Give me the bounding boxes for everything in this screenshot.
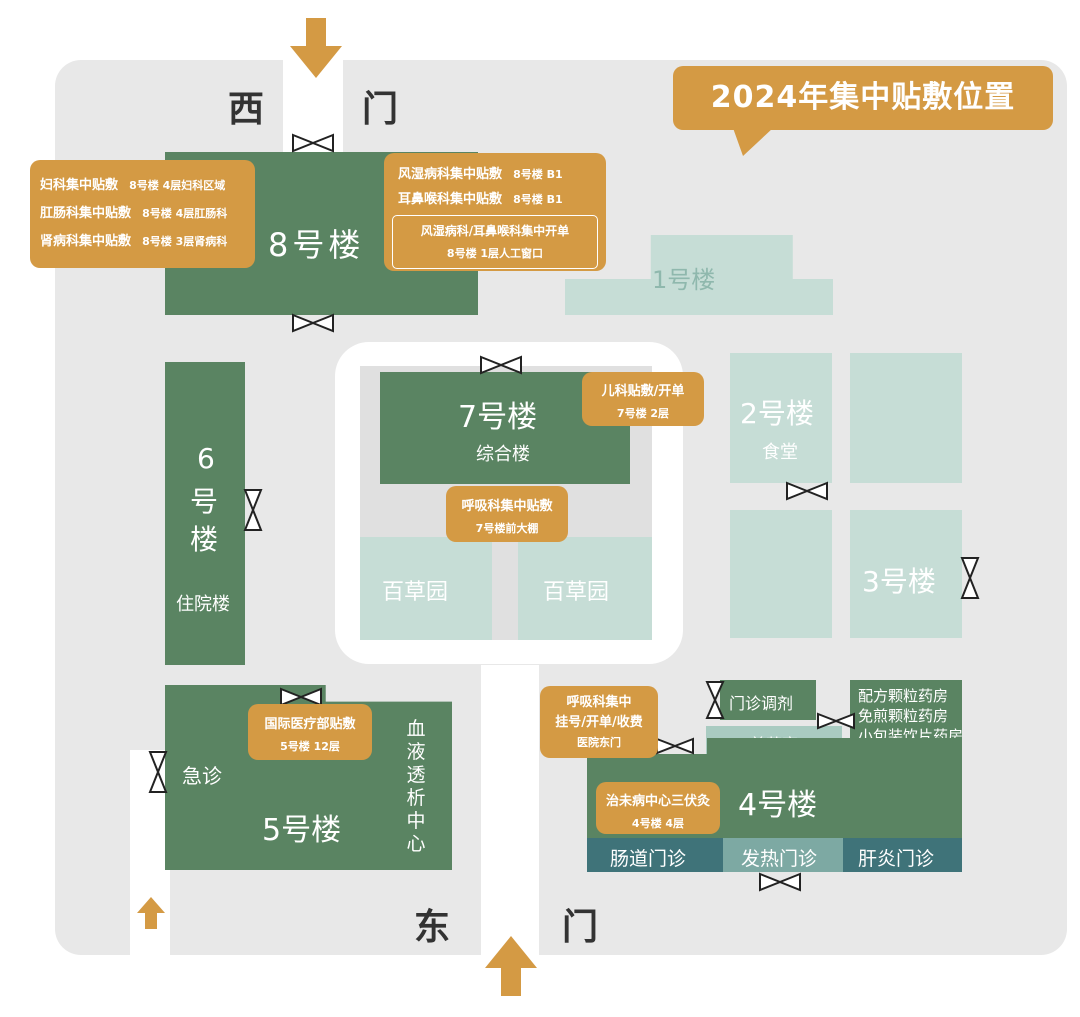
building-6-label-2: 号 bbox=[190, 485, 219, 518]
door-icon bbox=[292, 133, 334, 153]
building-3-label: 3号楼 bbox=[862, 565, 936, 598]
clinic-dispensary[interactable] bbox=[720, 680, 816, 720]
building-7-label: 7号楼 bbox=[458, 400, 538, 435]
pharmacy-label-1: 配方颗粒药房 bbox=[858, 687, 949, 705]
fever-clinic[interactable] bbox=[723, 838, 843, 872]
callout-pediatrics[interactable]: 儿科贴敷/开单 7号楼 2层 bbox=[582, 372, 704, 426]
callout-row: 风湿病科集中贴敷 8号楼 B1 bbox=[398, 167, 563, 182]
intestinal-clinic-label: 肠道门诊 bbox=[610, 848, 687, 870]
building-6-sublabel: 住院楼 bbox=[176, 594, 230, 615]
callout-rheum-ent[interactable]: 风湿病科集中贴敷 8号楼 B1 耳鼻喉科集中贴敷 8号楼 B1 风湿病科/耳鼻喉… bbox=[384, 153, 606, 271]
pharmacy-block[interactable] bbox=[850, 680, 962, 738]
door-icon bbox=[759, 872, 801, 892]
building-4-label: 4号楼 bbox=[738, 788, 818, 823]
building-8-label: 8号楼 bbox=[268, 226, 365, 264]
east-gate-arrow-icon bbox=[485, 936, 537, 996]
callout-row: 耳鼻喉科集中贴敷 8号楼 B1 bbox=[398, 192, 563, 207]
building-1-label: 1号楼 bbox=[652, 266, 716, 294]
door-icon bbox=[786, 481, 828, 501]
garden-left[interactable] bbox=[360, 537, 492, 640]
pharmacy-labels: 配方颗粒药房 免煎颗粒药房 小包装饮片药房 bbox=[858, 686, 963, 746]
building-7-sublabel: 综合楼 bbox=[476, 444, 530, 465]
map-title: 2024年集中贴敷位置 bbox=[673, 66, 1053, 156]
callout-gyn-anorectal-nephrology[interactable]: 妇科集中贴敷 8号楼 4层妇科区域 肛肠科集中贴敷 8号楼 4层肛肠科 肾病科集… bbox=[30, 160, 255, 268]
emergency-label: 急诊 bbox=[182, 764, 222, 788]
callout-preventive-treatment[interactable]: 治未病中心三伏灸 4号楼 4层 bbox=[596, 782, 720, 834]
garden-right-label: 百草园 bbox=[543, 580, 610, 605]
callout-respiratory-registration[interactable]: 呼吸科集中 挂号/开单/收费 医院东门 bbox=[540, 686, 658, 758]
door-icon bbox=[960, 557, 980, 599]
door-icon bbox=[243, 489, 263, 531]
map-title-text: 2024年集中贴敷位置 bbox=[710, 80, 1016, 115]
east-gate-road bbox=[481, 665, 539, 960]
west-gate-label-right: 门 bbox=[362, 88, 399, 130]
door-icon bbox=[480, 355, 522, 375]
building-5-label: 5号楼 bbox=[262, 813, 342, 848]
door-icon bbox=[817, 712, 855, 730]
dialysis-center-label: 血 液 透 析 中 心 bbox=[406, 718, 426, 855]
east-gate-label-left: 东 bbox=[414, 906, 451, 948]
block-northeast bbox=[850, 353, 962, 483]
door-icon bbox=[656, 737, 694, 755]
pharmacy-label-2: 免煎颗粒药房 bbox=[858, 707, 949, 725]
building-3[interactable] bbox=[850, 510, 962, 638]
building-2[interactable] bbox=[730, 353, 832, 483]
callout-row: 肛肠科集中贴敷 8号楼 4层肛肠科 bbox=[40, 206, 228, 221]
intestinal-clinic[interactable] bbox=[587, 838, 723, 872]
fever-clinic-label: 发热门诊 bbox=[741, 848, 818, 870]
hepatitis-clinic[interactable] bbox=[843, 838, 962, 872]
block-southwest-of-3 bbox=[730, 510, 832, 638]
garden-left-label: 百草园 bbox=[382, 580, 449, 605]
west-gate-arrow-icon bbox=[290, 18, 342, 78]
callout-respiratory[interactable]: 呼吸科集中贴敷 7号楼前大棚 bbox=[446, 486, 568, 542]
callout-row: 肾病科集中贴敷 8号楼 3层肾病科 bbox=[40, 234, 228, 249]
callout-row: 妇科集中贴敷 8号楼 4层妇科区域 bbox=[40, 178, 226, 193]
callout-inner-box: 风湿病科/耳鼻喉科集中开单 8号楼 1层人工窗口 bbox=[392, 215, 598, 269]
building-6[interactable] bbox=[165, 362, 245, 665]
building-6-label-1: 6 bbox=[197, 442, 215, 475]
building-6-label-3: 楼 bbox=[190, 523, 219, 556]
building-2-sublabel: 食堂 bbox=[762, 442, 798, 463]
west-gate-label-left: 西 bbox=[228, 88, 265, 130]
east-gate-label-right: 门 bbox=[562, 906, 599, 948]
door-icon bbox=[705, 681, 725, 719]
southwest-arrow-icon bbox=[137, 897, 165, 929]
building-2-label: 2号楼 bbox=[740, 397, 814, 430]
door-icon bbox=[148, 751, 168, 793]
callout-international[interactable]: 国际医疗部贴敷 5号楼 12层 bbox=[248, 704, 372, 760]
door-icon bbox=[280, 687, 322, 707]
garden-right[interactable] bbox=[518, 537, 652, 640]
hepatitis-clinic-label: 肝炎门诊 bbox=[858, 848, 935, 870]
clinic-dispensary-label: 门诊调剂 bbox=[729, 694, 794, 713]
door-icon bbox=[292, 313, 334, 333]
